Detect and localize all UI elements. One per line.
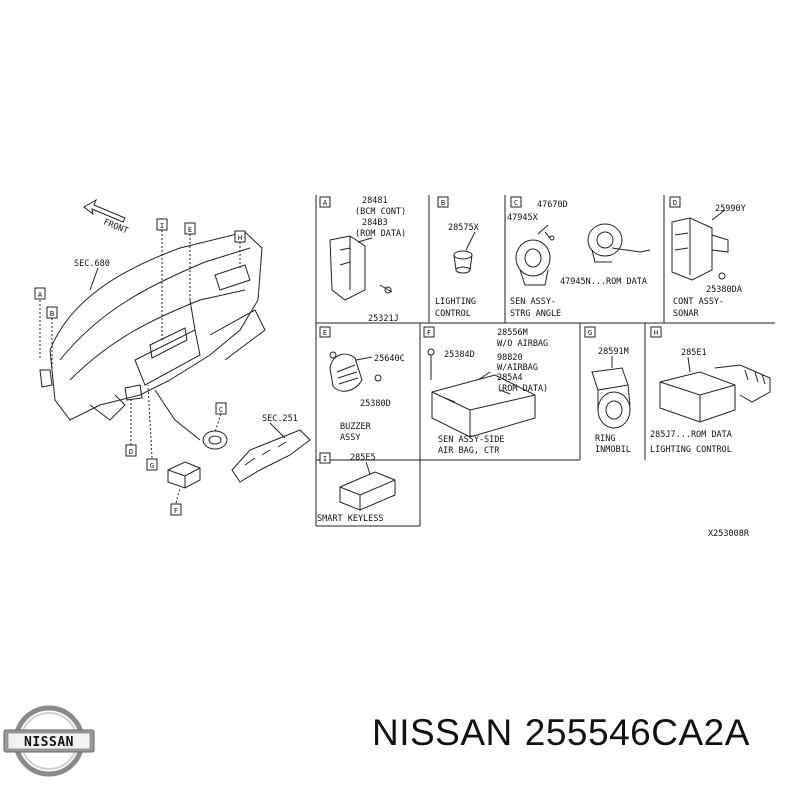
panel-f-part-1: 28556M bbox=[497, 328, 528, 338]
panel-g-caption-1: RING bbox=[595, 434, 615, 444]
panel-h-part-2: 285J7...ROM DATA bbox=[650, 430, 732, 440]
sec-680-label: SEC.680 bbox=[74, 259, 110, 269]
panel-g-letter: G bbox=[588, 329, 592, 337]
front-label: FRONT bbox=[102, 218, 129, 237]
diagram-code: X253008R bbox=[708, 529, 750, 539]
sonar-module-icon bbox=[671, 209, 729, 281]
smart-keyless-unit-icon bbox=[339, 461, 396, 511]
bcm-unit-icon bbox=[329, 235, 393, 301]
panel-e-caption-1: BUZZER bbox=[340, 422, 372, 432]
panel-d-part-2: 25380DA bbox=[706, 285, 742, 295]
callout-a: A bbox=[38, 291, 43, 299]
footer-brand: NISSAN bbox=[372, 712, 513, 753]
panel-c-caption-1: SEN ASSY- bbox=[510, 297, 556, 307]
panel-e-caption-2: ASSY bbox=[340, 433, 360, 443]
panel-c-part-1: 47670D bbox=[537, 200, 568, 210]
callout-g: G bbox=[150, 462, 154, 470]
dashboard-overview bbox=[34, 198, 311, 516]
panel-h-caption-1: LIGHTING CONTROL bbox=[650, 445, 732, 455]
callout-h: H bbox=[238, 234, 242, 242]
panel-d-caption-2: SONAR bbox=[673, 309, 699, 319]
panel-g-caption-2: INMOBIL bbox=[595, 445, 631, 455]
panel-e-part-2: 25380D bbox=[360, 399, 391, 409]
panel-d-caption-1: CONT ASSY- bbox=[673, 297, 724, 307]
panel-g-part-1: 28591M bbox=[598, 347, 629, 357]
panel-f-part-4: 98820 bbox=[497, 353, 523, 363]
panel-a-part-4: (ROM DATA) bbox=[355, 229, 406, 239]
panel-a-letter: A bbox=[323, 199, 328, 207]
panel-f-caption-1: SEN ASSY-SIDE bbox=[438, 435, 505, 445]
buzzer-icon bbox=[329, 351, 382, 392]
panel-c-part-3: 47945N...ROM DATA bbox=[560, 277, 647, 287]
panel-f-part-6: 285A4 bbox=[497, 373, 523, 383]
airbag-sensor-icon bbox=[427, 348, 536, 438]
lighting-sensor-icon bbox=[453, 231, 476, 274]
callout-i: I bbox=[160, 222, 164, 230]
panel-f-caption-2: AIR BAG, CTR bbox=[438, 446, 500, 456]
front-arrow-icon bbox=[83, 198, 126, 223]
panel-f-part-3: 25384D bbox=[444, 350, 475, 360]
panel-a-part-1: 28481 bbox=[362, 196, 388, 206]
footer-part-title: NISSAN 255546CA2A bbox=[372, 712, 792, 772]
panel-i-letter: I bbox=[323, 455, 327, 463]
panel-e-letter: E bbox=[323, 329, 327, 337]
panel-d-letter: D bbox=[673, 199, 677, 207]
callout-b: B bbox=[50, 310, 54, 318]
panel-b-caption-1: LIGHTING bbox=[435, 297, 476, 307]
callout-f: F bbox=[174, 507, 178, 515]
panel-i-caption-1: SMART KEYLESS bbox=[317, 514, 384, 524]
panel-a-part-2: (BCM CONT) bbox=[355, 207, 406, 217]
panel-f-letter: F bbox=[427, 329, 431, 337]
panel-h-part-1: 285E1 bbox=[681, 348, 707, 358]
footer-part-number: 255546CA2A bbox=[524, 712, 750, 753]
panel-i-part-1: 285E5 bbox=[350, 453, 376, 463]
sec-251-label: SEC.251 bbox=[262, 414, 298, 424]
panel-f-part-5: W/AIRBAG bbox=[497, 363, 538, 373]
panel-a-part-5: 25321J bbox=[368, 314, 399, 324]
steering-angle-sensor-icon bbox=[515, 223, 651, 286]
panel-h-letter: H bbox=[654, 329, 658, 337]
lighting-control-module-icon bbox=[659, 356, 771, 423]
panel-d-part-1: 25990Y bbox=[715, 204, 746, 214]
callout-c: C bbox=[219, 406, 223, 414]
panel-f-part-2: W/O AIRBAG bbox=[497, 339, 548, 349]
panel-c-caption-2: STRG ANGLE bbox=[510, 309, 561, 319]
panel-c-letter: C bbox=[514, 199, 518, 207]
panel-f-part-7: (ROM DATA) bbox=[497, 384, 548, 394]
immobilizer-ring-icon bbox=[591, 356, 631, 429]
panel-e-part-1: 25640C bbox=[374, 354, 405, 364]
callout-d: D bbox=[129, 448, 133, 456]
callout-e: E bbox=[188, 226, 192, 234]
nissan-logo-icon: NISSAN bbox=[3, 705, 95, 777]
panel-b-caption-2: CONTROL bbox=[435, 309, 471, 319]
panel-b-part-1: 28575X bbox=[448, 223, 480, 233]
panel-c-part-2: 47945X bbox=[507, 213, 539, 223]
panel-b-letter: B bbox=[441, 199, 445, 207]
logo-text: NISSAN bbox=[24, 735, 74, 750]
panel-a-part-3: 284B3 bbox=[362, 218, 388, 228]
panel-grid bbox=[315, 195, 775, 527]
